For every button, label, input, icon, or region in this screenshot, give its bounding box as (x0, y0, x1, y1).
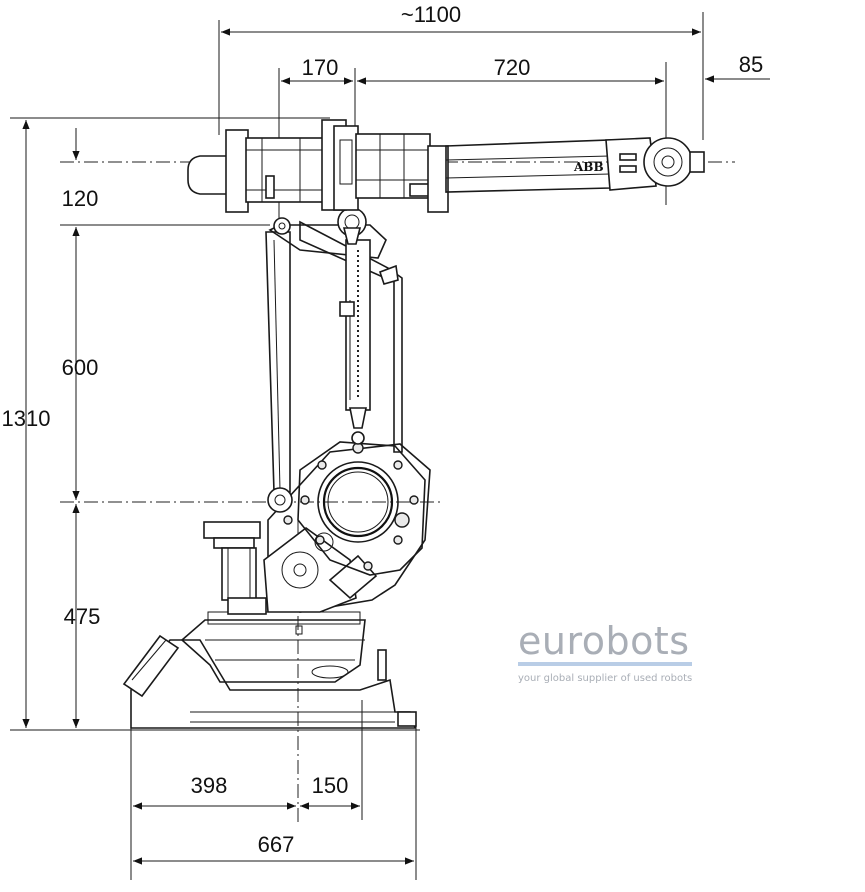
extension-lines (10, 12, 704, 880)
upper-arm: ABB (187, 119, 705, 213)
watermark-tagline: your global supplier of used robots (518, 673, 692, 684)
dim-upper-offset: 120 (62, 186, 99, 211)
watermark-logo: eurobots (518, 619, 690, 663)
lower-arm-hub (283, 441, 426, 576)
dim-axis-offset: 170 (302, 55, 339, 80)
lower-arm (265, 220, 403, 513)
axis3-pivot (273, 207, 367, 245)
dim-base-axis: 150 (312, 773, 349, 798)
dim-overall-reach: ~1100 (401, 2, 461, 27)
dim-wrist-flange: 85 (739, 52, 763, 77)
dim-base-front: 398 (191, 773, 228, 798)
dim-upper-arm: 720 (494, 55, 531, 80)
robot-base (122, 611, 417, 729)
dim-base-height: 475 (64, 604, 101, 629)
dimension-labels: ~1100 170 720 85 120 600 1310 475 398 15… (2, 2, 764, 857)
dim-total-height: 1310 (2, 406, 51, 431)
robot-illustration: ABB (122, 119, 705, 729)
robot-brand-label: ABB (573, 160, 604, 174)
dimension-lines (22, 28, 770, 865)
dim-lower-arm: 600 (62, 355, 99, 380)
axis1-motor (203, 521, 267, 615)
dim-base-length: 667 (258, 832, 295, 857)
watermark: eurobots your global supplier of used ro… (518, 619, 692, 684)
